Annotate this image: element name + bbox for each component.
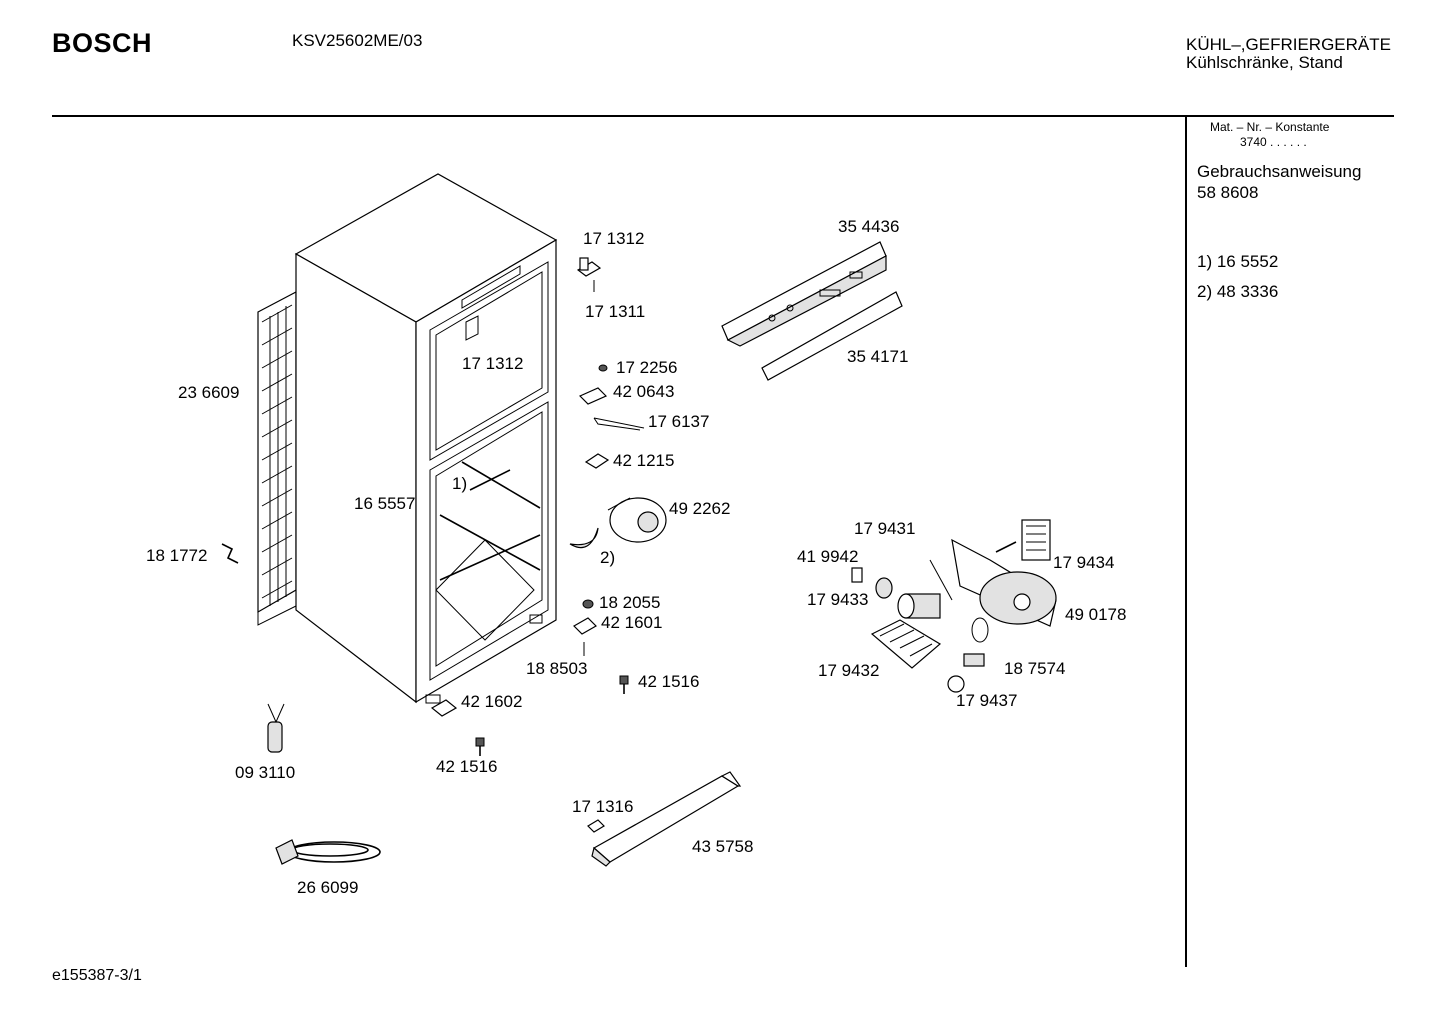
part-label: 17 6137 (648, 412, 710, 431)
trim-strip-part (761, 291, 903, 381)
part-label: 42 1602 (461, 692, 523, 711)
mat-nr-value: 3740 . . . . . . (1240, 135, 1307, 149)
part-label: 17 2256 (616, 358, 678, 377)
part-label: 17 9434 (1053, 553, 1115, 572)
thermostat-housing-part (951, 538, 1057, 627)
footnote-2: 2) 48 3336 (1197, 282, 1279, 301)
model-number: KSV25602ME/03 (292, 31, 423, 50)
part-label: 49 0178 (1065, 605, 1127, 624)
header-divider (52, 115, 1394, 117)
part-label: 17 9432 (818, 661, 880, 680)
part-label: 18 7574 (1004, 659, 1066, 678)
cover-part (584, 453, 610, 469)
sidebar-divider (1185, 116, 1187, 967)
lamp-cover-part (569, 527, 599, 549)
hinge-part (576, 257, 602, 292)
washer-part (598, 364, 608, 372)
fan-housing-part (607, 497, 667, 543)
part-label: 17 9437 (956, 691, 1018, 710)
part-label: 49 2262 (669, 499, 731, 518)
part-label: 18 2055 (599, 593, 661, 612)
connector-part (995, 519, 1051, 561)
plug-part (582, 599, 594, 609)
part-label: 1) (452, 474, 468, 493)
part-label: 42 1516 (436, 757, 498, 776)
mat-nr-label: Mat. – Nr. – Konstante (1210, 120, 1330, 134)
sensor-part (593, 417, 645, 431)
plinth-part (591, 771, 742, 867)
part-label: 17 1312 (462, 354, 524, 373)
part-label: 42 1215 (613, 451, 675, 470)
manual-label: Gebrauchsanweisung (1197, 162, 1362, 181)
brand-logo: BOSCH (52, 28, 153, 58)
part-label: 42 0643 (613, 382, 675, 401)
part-label: 2) (600, 548, 616, 567)
screw-part (475, 737, 485, 756)
part-label: 26 6099 (297, 878, 359, 897)
part-label: 42 1516 (638, 672, 700, 691)
clip-part (578, 387, 608, 405)
part-label: 35 4436 (838, 217, 900, 236)
part-label: 17 1311 (585, 302, 646, 321)
light-cover-part (870, 619, 942, 669)
part-label: 09 3110 (235, 763, 296, 782)
part-label: 18 1772 (146, 546, 208, 565)
foot-cover-part (430, 699, 458, 717)
clip-part (587, 819, 605, 833)
part-label: 17 9433 (807, 590, 869, 609)
bracket-part (221, 543, 239, 564)
part-label: 35 4171 (847, 347, 909, 366)
capacitor-part (267, 703, 285, 753)
thermostat-part (897, 559, 953, 619)
category-title: KÜHL–,GEFRIERGERÄTE (1186, 35, 1391, 54)
part-label: 43 5758 (692, 837, 754, 856)
knob-part (851, 567, 893, 599)
manual-number: 58 8608 (1197, 183, 1259, 202)
part-label: 17 9431 (854, 519, 916, 538)
part-label: 23 6609 (178, 383, 240, 402)
part-label: 42 1601 (601, 613, 663, 632)
part-label: 17 1316 (572, 797, 634, 816)
drawing-id: e155387-3/1 (52, 967, 142, 984)
control-panel-part (721, 241, 887, 347)
category-subtitle: Kühlschränke, Stand (1186, 53, 1343, 72)
cap-part (573, 617, 597, 635)
footnote-1: 1) 16 5552 (1197, 252, 1279, 271)
lamp-socket-part (963, 617, 989, 667)
condenser-grille (257, 291, 297, 626)
part-label: 16 5557 (354, 494, 416, 513)
screw-part (619, 675, 629, 694)
cabinet-body (294, 173, 558, 704)
lamp-bulb-part (947, 675, 965, 693)
part-label: 41 9942 (797, 547, 859, 566)
power-cord-part (275, 839, 381, 865)
part-label: 17 1312 (583, 229, 645, 248)
part-label: 18 8503 (526, 659, 588, 678)
